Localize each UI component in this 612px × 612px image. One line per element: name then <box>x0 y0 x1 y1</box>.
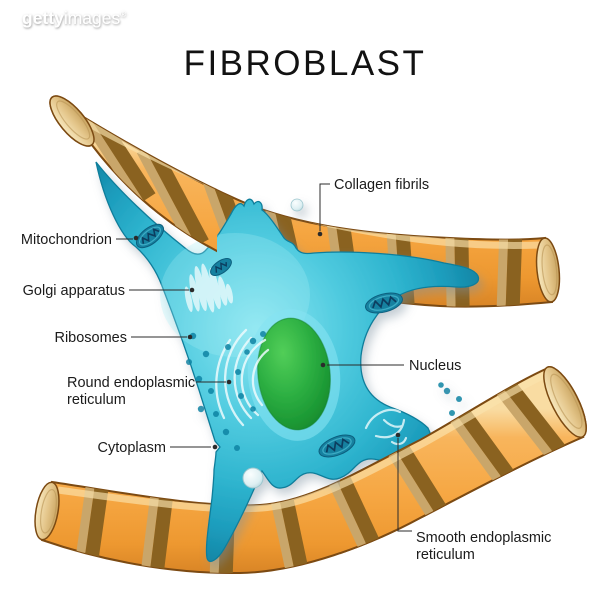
mitochondrion-2 <box>365 292 403 314</box>
watermark-getty: getty <box>22 8 64 28</box>
label-mitochondrion: Mitochondrion <box>21 232 112 248</box>
getty-watermark: gettyimages® <box>22 8 126 28</box>
fibril-cut-end <box>535 237 561 303</box>
leader-lines <box>116 183 412 532</box>
mitochondrion-4 <box>210 258 232 276</box>
golgi-apparatus <box>184 263 234 313</box>
fibroblast-cell <box>95 161 480 563</box>
vesicle-large <box>242 467 264 489</box>
label-cytoplasm: Cytoplasm <box>98 440 167 456</box>
label-collagen-fibrils: Collagen fibrils <box>334 177 429 193</box>
ribosomes <box>186 331 462 451</box>
mitochondrion-1 <box>135 223 165 249</box>
watermark-images: images <box>64 8 121 28</box>
smooth-endoplasmic-reticulum <box>364 408 408 446</box>
label-round-er-line1: Round endoplasmic <box>67 375 195 391</box>
label-smooth-er-line1: Smooth endoplasmic <box>416 530 551 546</box>
label-round-er-line2: reticulum <box>67 392 126 408</box>
registered-trademark-icon: ® <box>120 10 126 19</box>
vesicle-small <box>290 198 304 212</box>
round-endoplasmic-reticulum <box>215 328 270 427</box>
label-golgi-apparatus: Golgi apparatus <box>23 283 125 299</box>
label-ribosomes: Ribosomes <box>54 330 127 346</box>
nucleus <box>257 317 331 431</box>
page-title: FIBROBLAST <box>184 44 427 83</box>
label-smooth-er-line2: reticulum <box>416 547 475 563</box>
mitochondrion-3 <box>318 434 356 458</box>
fibril-cut-end <box>34 481 60 541</box>
label-nucleus: Nucleus <box>409 358 461 374</box>
